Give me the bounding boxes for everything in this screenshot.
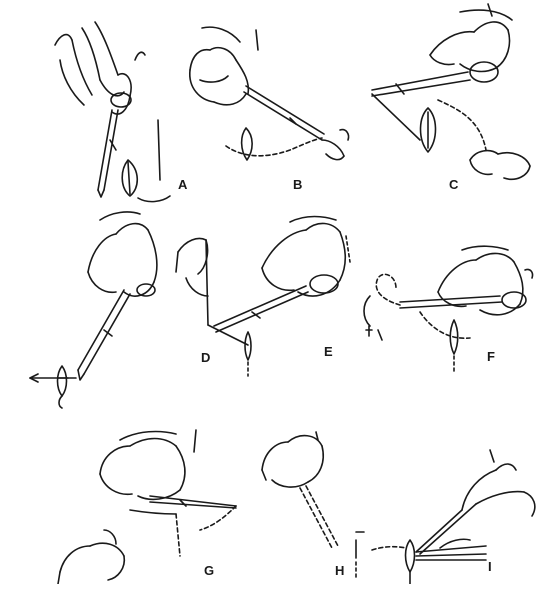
panel-b-drawing [190, 27, 349, 160]
wound-icon [122, 160, 137, 196]
panel-label-h: H [335, 563, 344, 578]
panel-label-d: D [201, 350, 210, 365]
suture-thread-icon [438, 100, 486, 150]
hand-icon [262, 432, 323, 487]
wound-icon [450, 320, 458, 372]
suture-thread-icon [416, 504, 486, 560]
hand-icon [470, 151, 530, 180]
panel-label-e: E [324, 344, 333, 359]
suture-thread-icon [30, 374, 76, 382]
hand-icon [430, 4, 512, 71]
panel-a-drawing [55, 22, 170, 202]
hand-icon [100, 430, 196, 499]
suture-thread-icon [372, 94, 420, 140]
hand-icon [88, 212, 157, 296]
skin-line [138, 196, 170, 202]
hand-icon [190, 27, 258, 105]
suture-thread-icon [176, 506, 236, 556]
suture-thread-icon [372, 547, 406, 550]
panel-i-drawing [406, 450, 535, 584]
hand-icon [176, 239, 208, 297]
suture-thread-icon [208, 325, 248, 345]
suture-thread-icon [356, 532, 364, 580]
panel-label-i: I [488, 559, 492, 574]
hand-icon [322, 130, 349, 160]
panel-d-drawing [30, 212, 157, 408]
hand-icon [262, 217, 350, 297]
needle-holder-icon [244, 86, 324, 140]
wound-icon [406, 540, 415, 584]
panel-label-b: B [293, 177, 302, 192]
wound-icon [421, 108, 436, 152]
panel-f-drawing [364, 246, 533, 372]
panel-g-drawing [58, 430, 236, 584]
needle-holder-icon [78, 290, 130, 380]
panel-label-g: G [204, 563, 214, 578]
panel-h-drawing [262, 432, 406, 580]
needle-holder-icon [300, 486, 338, 548]
suture-thread-icon [226, 138, 322, 156]
panel-label-f: F [487, 349, 495, 364]
suture-thread-icon [130, 510, 176, 514]
panel-label-a: A [178, 177, 187, 192]
wound-icon [58, 366, 69, 408]
hand-icon [58, 530, 124, 584]
needle-holder-icon [214, 275, 338, 332]
needle-holder-icon [372, 62, 498, 96]
hand-icon [364, 296, 382, 340]
wound-icon [245, 332, 251, 376]
panel-label-c: C [449, 177, 458, 192]
panel-c-drawing [372, 4, 530, 179]
needle-holder-icon [150, 496, 236, 508]
